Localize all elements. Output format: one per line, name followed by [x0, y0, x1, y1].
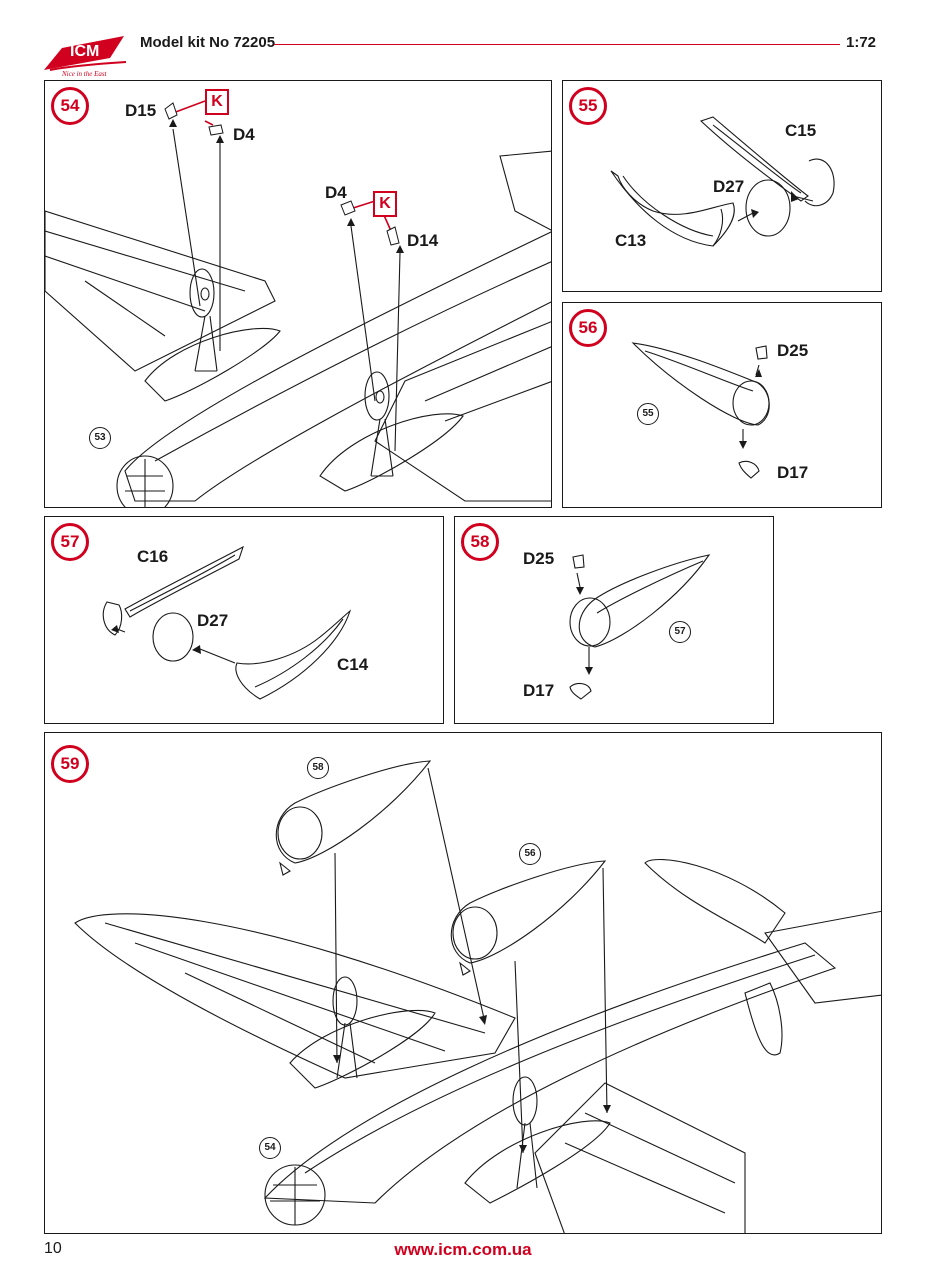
step-59-number: 59 — [51, 745, 89, 783]
step-ref-56: 56 — [519, 843, 541, 865]
page-number: 10 — [44, 1240, 62, 1257]
logo-text: ICM — [70, 43, 99, 60]
footer-url[interactable]: www.icm.com.ua — [394, 1240, 532, 1259]
part-label-d4: D4 — [325, 183, 347, 202]
part-label-d4: D4 — [233, 125, 255, 144]
step-54-panel: 54 D15 K D4 D4 K D14 53 — [44, 80, 552, 508]
step-56-number: 56 — [569, 309, 607, 347]
part-label-d25: D25 — [777, 341, 809, 360]
part-label-c15: C15 — [785, 121, 817, 140]
step-55-panel: 55 C15 D27 C13 — [562, 80, 882, 292]
part-label-c13: C13 — [615, 231, 647, 250]
part-label-d15: D15 — [125, 101, 157, 120]
page-header: ICM Nice in the East Model kit No 72205 … — [0, 0, 926, 80]
kit-title: Model kit No 72205 — [140, 34, 276, 51]
icm-logo: ICM Nice in the East — [44, 36, 127, 78]
step-ref-54: 54 — [259, 1137, 281, 1159]
step-57-panel: 57 C16 D27 C14 — [44, 516, 444, 724]
marker-k: K — [205, 89, 229, 115]
part-label-d25: D25 — [523, 549, 555, 568]
step-56-drawing — [631, 342, 770, 479]
part-label-c16: C16 — [137, 547, 169, 566]
part-label-d27: D27 — [713, 177, 745, 196]
part-label-d14: D14 — [407, 231, 439, 250]
logo-tagline: Nice in the East — [61, 70, 108, 78]
part-label-d17: D17 — [777, 463, 809, 482]
step-56-panel: 56 D25 D17 55 — [562, 302, 882, 508]
step-57-number: 57 — [51, 523, 89, 561]
step-ref-57: 57 — [669, 621, 691, 643]
part-label-d17: D17 — [523, 681, 555, 700]
step-58-panel: 58 D25 D17 57 — [454, 516, 774, 724]
step-58-number: 58 — [461, 523, 499, 561]
step-54-number: 54 — [51, 87, 89, 125]
header-rule — [274, 44, 840, 45]
step-55-number: 55 — [569, 87, 607, 125]
step-ref-53: 53 — [89, 427, 111, 449]
kit-scale: 1:72 — [846, 34, 877, 51]
step-59-panel: 59 58 56 54 — [44, 732, 882, 1234]
step-ref-55: 55 — [637, 403, 659, 425]
step-55-drawing — [610, 116, 835, 247]
marker-k: K — [373, 191, 397, 217]
step-59-drawing — [74, 760, 881, 1233]
step-58-drawing — [569, 554, 711, 700]
part-label-d27: D27 — [197, 611, 229, 630]
part-label-c14: C14 — [337, 655, 369, 674]
step-ref-58: 58 — [307, 757, 329, 779]
step-57-drawing — [102, 545, 352, 700]
step-54-drawing — [45, 100, 551, 507]
